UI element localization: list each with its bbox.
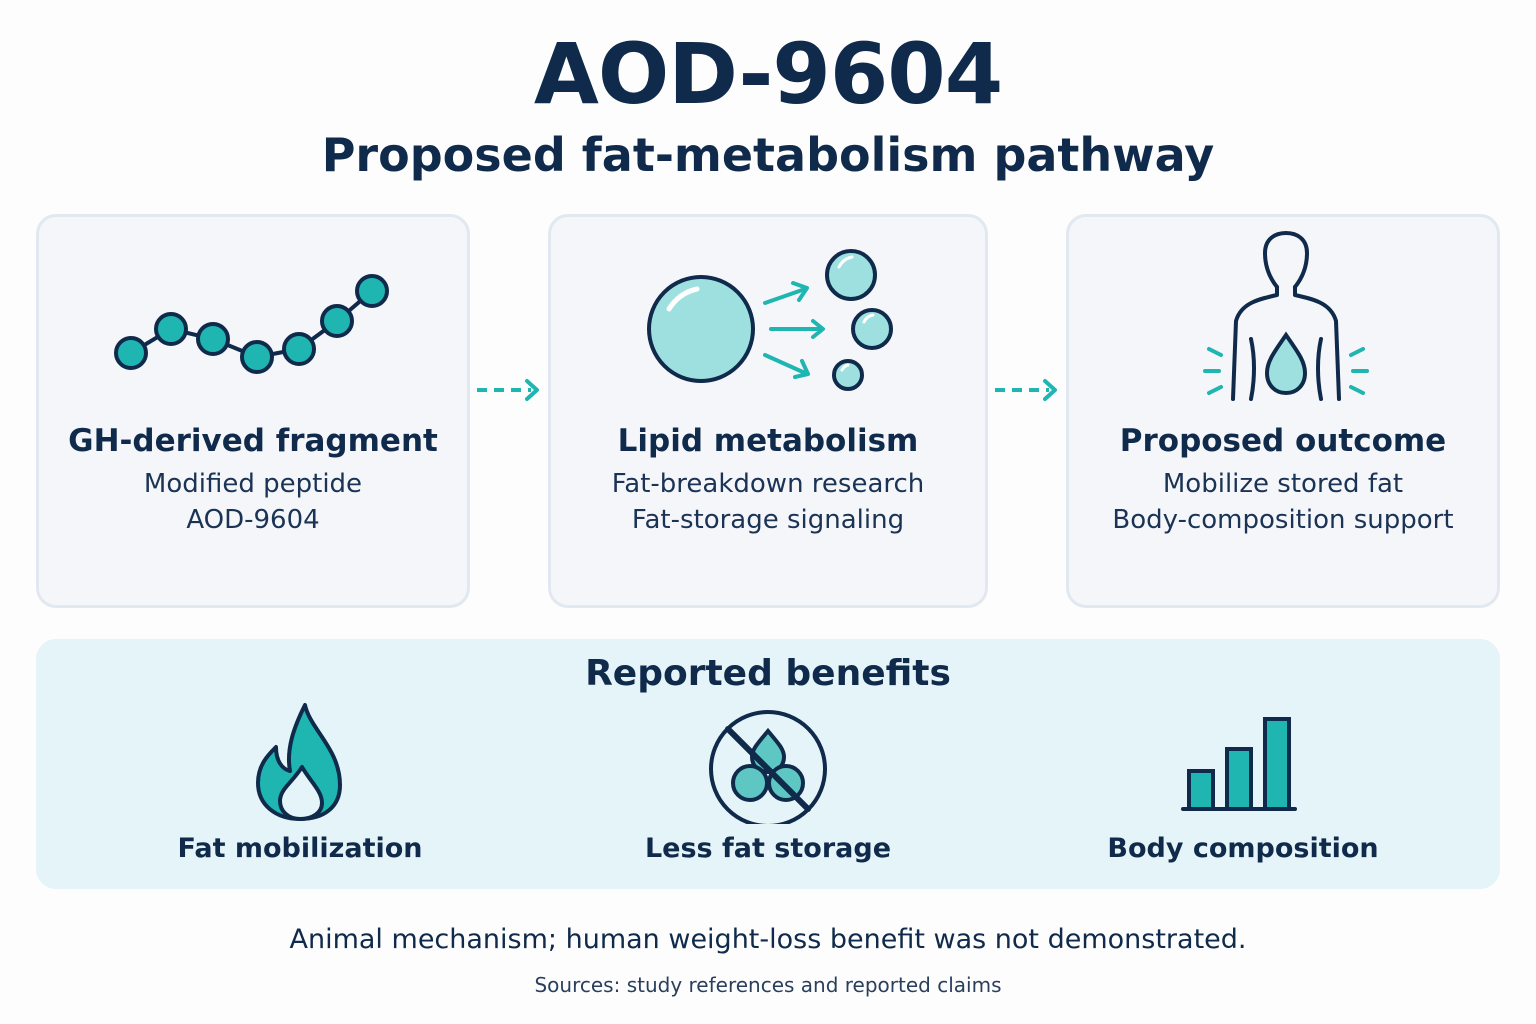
disclaimer-text: Animal mechanism; human weight-loss bene… <box>289 924 1247 955</box>
sources-text: Sources: study references and reported c… <box>534 973 1002 997</box>
benefit-less-fat-storage: Less fat storage <box>568 699 968 879</box>
benefits-title: Reported benefits <box>585 653 951 694</box>
dashed-arrow-icon <box>477 379 539 401</box>
flame-icon <box>256 703 342 821</box>
bar-chart-icon <box>1181 717 1297 811</box>
pathway-card-title: Proposed outcome <box>1119 423 1447 459</box>
pathway-card-line: Fat-breakdown research <box>611 469 925 499</box>
pathway-card-line: Fat-storage signaling <box>631 505 905 535</box>
benefit-label: Less fat storage <box>644 833 892 864</box>
pathway-card-lipid: Lipid metabolism Fat-breakdown research … <box>548 214 988 608</box>
pathway-card-line: Body-composition support <box>1112 505 1454 535</box>
pathway-card-title: Lipid metabolism <box>617 423 919 459</box>
benefit-label: Fat mobilization <box>177 833 423 864</box>
pathway-card-line: AOD-9604 <box>186 505 320 535</box>
pathway-card-title: GH-derived fragment <box>68 423 438 459</box>
benefit-body-composition: Body composition <box>1043 699 1443 879</box>
benefit-label: Body composition <box>1107 833 1379 864</box>
pathway-card-fragment: GH-derived fragment Modified peptide AOD… <box>36 214 470 608</box>
peptide-chain-icon <box>114 274 389 374</box>
page-title: AOD-9604 <box>533 25 1003 123</box>
benefits-panel: Reported benefits Fat mobilization Less … <box>36 639 1500 889</box>
pathway-card-line: Mobilize stored fat <box>1162 469 1404 499</box>
pathway-card-outcome: Proposed outcome Mobilize stored fat Bod… <box>1066 214 1500 608</box>
benefit-fat-mobilization: Fat mobilization <box>100 699 500 879</box>
no-fat-storage-icon <box>709 710 827 824</box>
pathway-card-line: Modified peptide <box>143 469 363 499</box>
body-fat-drop-icon <box>1203 231 1369 401</box>
page-subtitle: Proposed fat-metabolism pathway <box>321 128 1215 182</box>
lipid-droplet-breakdown-icon <box>647 249 893 391</box>
dashed-arrow-icon <box>995 379 1057 401</box>
